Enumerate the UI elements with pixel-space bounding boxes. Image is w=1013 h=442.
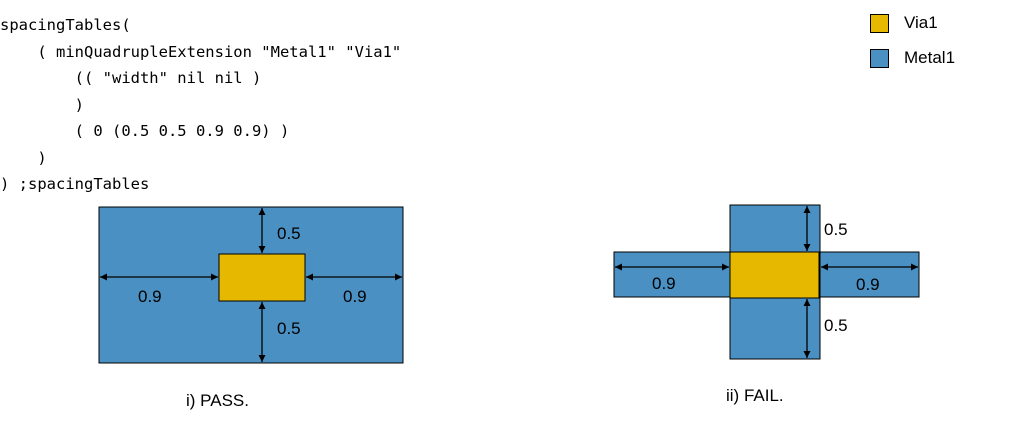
metal1-swatch: [870, 48, 889, 68]
rule-code-block: spacingTables( ( minQuadrupleExtension "…: [0, 12, 401, 198]
via1-shape: [218, 253, 306, 302]
bottom-extension-label: 0.5: [277, 319, 301, 338]
via1-swatch: [870, 13, 889, 33]
code-line: spacingTables(: [0, 16, 131, 34]
right-extension-label: 0.9: [856, 275, 880, 294]
pass-caption: i) PASS.: [186, 391, 249, 410]
code-line: ) ;spacingTables: [0, 175, 150, 193]
right-extension-label: 0.9: [343, 287, 367, 306]
legend-item-metal1: Metal1: [870, 47, 955, 69]
bottom-extension-label: 0.5: [824, 316, 848, 335]
code-line: (( "width" nil nil ): [0, 69, 262, 87]
fail-example: 0.5 0.5 0.9 0.9 ii) FAIL.: [613, 204, 920, 405]
legend-label-via1: Via1: [904, 13, 938, 32]
pass-example: 0.5 0.5 0.9 0.9 i) PASS.: [98, 206, 404, 410]
left-extension-label: 0.9: [652, 274, 676, 293]
via1-shape: [729, 251, 820, 299]
code-line: ): [0, 148, 47, 167]
top-extension-label: 0.5: [824, 220, 848, 239]
top-extension-label: 0.5: [277, 224, 301, 243]
code-line: ( 0 (0.5 0.5 0.9 0.9) ): [0, 122, 290, 140]
code-line: ( minQuadrupleExtension "Metal1" "Via1": [0, 42, 402, 61]
metal1-shape-left: [613, 251, 731, 298]
code-line: ): [0, 95, 84, 114]
legend-item-via1: Via1: [870, 12, 938, 34]
fail-caption: ii) FAIL.: [726, 386, 784, 405]
legend-label-metal1: Metal1: [904, 48, 956, 67]
left-extension-label: 0.9: [138, 287, 162, 306]
metal1-shape-right: [819, 251, 920, 298]
